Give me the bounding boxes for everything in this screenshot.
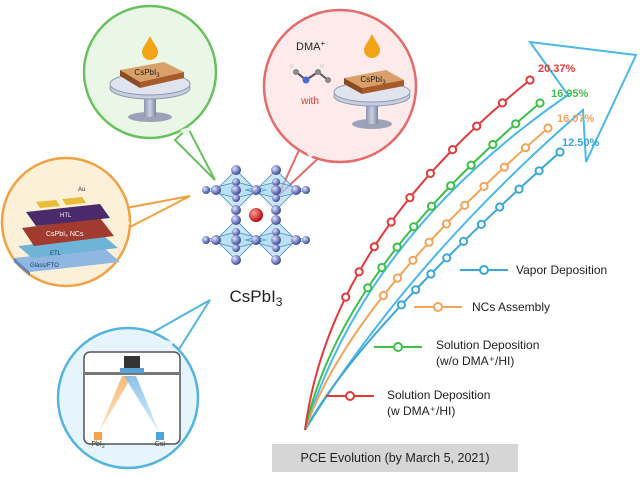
data-point-solution-wo	[426, 201, 437, 211]
data-point-vapor	[396, 300, 406, 310]
data-point-nc	[479, 181, 489, 191]
legend-item-vapor: Vapor Deposition	[460, 263, 607, 277]
dma-molecule-icon	[290, 64, 331, 84]
data-point-solution-wo	[511, 119, 521, 129]
data-point-solution-w	[448, 145, 458, 155]
data-point-solution-wo	[409, 222, 419, 232]
legend-item-solution-wo: Solution Deposition (w/o DMA⁺/HI)	[374, 338, 539, 368]
data-point-solution-wo	[392, 242, 402, 252]
layer-label-substrate: Glass/FTO	[30, 263, 59, 269]
data-point-nc	[408, 255, 418, 265]
film-label: CsPbI3	[134, 68, 160, 79]
data-point-vapor	[514, 184, 524, 194]
caption-text: PCE Evolution (by March 5, 2021)	[300, 451, 490, 465]
svg-text:Solution Deposition: Solution Deposition	[387, 388, 490, 402]
droplet-icon-2	[364, 34, 380, 58]
data-point-solution-wo	[446, 181, 456, 191]
data-point-nc	[424, 237, 434, 247]
data-point-solution-w	[369, 242, 379, 252]
cs-atom-icon	[249, 208, 263, 222]
data-point-solution-wo	[363, 283, 373, 293]
curve-nc	[304, 127, 549, 431]
svg-text:NCs Assembly: NCs Assembly	[472, 300, 550, 314]
data-point-nc	[441, 219, 451, 229]
sample-holder-icon	[124, 356, 140, 370]
data-point-vapor	[442, 253, 452, 263]
data-point-nc	[460, 200, 470, 210]
data-point-solution-w	[354, 267, 364, 277]
source-pbi2-label: PbI2	[91, 441, 105, 450]
data-point-solution-w	[472, 121, 482, 131]
data-point-nc	[543, 123, 553, 133]
with-label: with	[300, 96, 319, 107]
curve-vapor	[304, 151, 561, 431]
data-point-solution-w	[341, 292, 351, 302]
data-point-solution-wo	[466, 160, 476, 170]
svg-text:Solution Deposition: Solution Deposition	[436, 338, 539, 352]
data-point-solution-w	[405, 193, 415, 203]
data-point-nc	[499, 162, 509, 172]
data-point-nc	[521, 143, 531, 153]
layer-label-htl: HTL	[60, 213, 72, 219]
layer-label-ncs: CsPbI₃ NCs	[46, 231, 84, 238]
data-point-nc	[393, 273, 403, 283]
substrate-icon-2	[344, 70, 404, 94]
substrate-icon	[120, 62, 184, 88]
bubble-tail-orange	[124, 195, 191, 230]
svg-text:(w/o DMA⁺/HI): (w/o DMA⁺/HI)	[436, 354, 514, 368]
spin-coating-bubble: CsPbI3	[82, 4, 218, 181]
data-point-vapor	[411, 285, 421, 295]
layer-label-au: Au	[78, 187, 85, 193]
legend-item-nc: NCs Assembly	[414, 300, 550, 314]
layer-label-etl: ETL	[50, 251, 62, 257]
data-point-vapor	[459, 236, 469, 246]
data-point-vapor	[555, 147, 565, 157]
droplet-icon	[142, 36, 158, 60]
vapor-bubble: PbI2 CsI	[56, 299, 211, 470]
data-point-vapor	[476, 219, 486, 229]
legend: Vapor Deposition NCs Assembly Solution D…	[326, 263, 607, 418]
additive-bubble: DMA+ with CsPbI3	[262, 8, 418, 197]
device-stack-bubble: Au HTL CsPbI₃ NCs ETL Glass/FTO	[0, 156, 191, 288]
perovskite-crystal-icon	[202, 165, 310, 265]
trend-arrow-outline	[304, 40, 638, 431]
film-label-2: CsPbI3	[360, 75, 386, 86]
data-point-solution-w	[497, 98, 507, 108]
data-point-vapor	[426, 269, 436, 279]
data-point-vapor	[534, 166, 544, 176]
crystal-label: CsPbI3	[230, 287, 283, 309]
pce-label-vapor: 12.50%	[562, 137, 600, 149]
data-point-vapor	[495, 202, 505, 212]
pce-label-solution-w: 20.37%	[538, 63, 576, 75]
data-point-solution-w	[525, 75, 535, 85]
svg-text:(w DMA⁺/HI): (w DMA⁺/HI)	[387, 404, 455, 418]
data-point-solution-wo	[377, 262, 387, 273]
data-point-nc	[378, 290, 389, 301]
pce-curves	[304, 75, 565, 431]
dma-label: DMA+	[296, 39, 325, 53]
data-point-solution-w	[425, 168, 435, 178]
data-point-solution-wo	[488, 139, 498, 150]
pce-label-solution-wo: 16.95%	[551, 88, 589, 100]
svg-text:Vapor Deposition: Vapor Deposition	[516, 263, 607, 277]
pce-label-nc: 16.07%	[557, 113, 595, 125]
caption-box: PCE Evolution (by March 5, 2021)	[272, 444, 518, 472]
bubble-tail-green	[173, 126, 216, 181]
data-point-solution-wo	[535, 98, 545, 108]
source-csi-label: CsI	[155, 441, 166, 448]
data-point-solution-w	[386, 217, 396, 227]
device-layers-icon	[14, 197, 120, 276]
legend-item-solution-w: Solution Deposition (w DMA⁺/HI)	[326, 388, 490, 418]
